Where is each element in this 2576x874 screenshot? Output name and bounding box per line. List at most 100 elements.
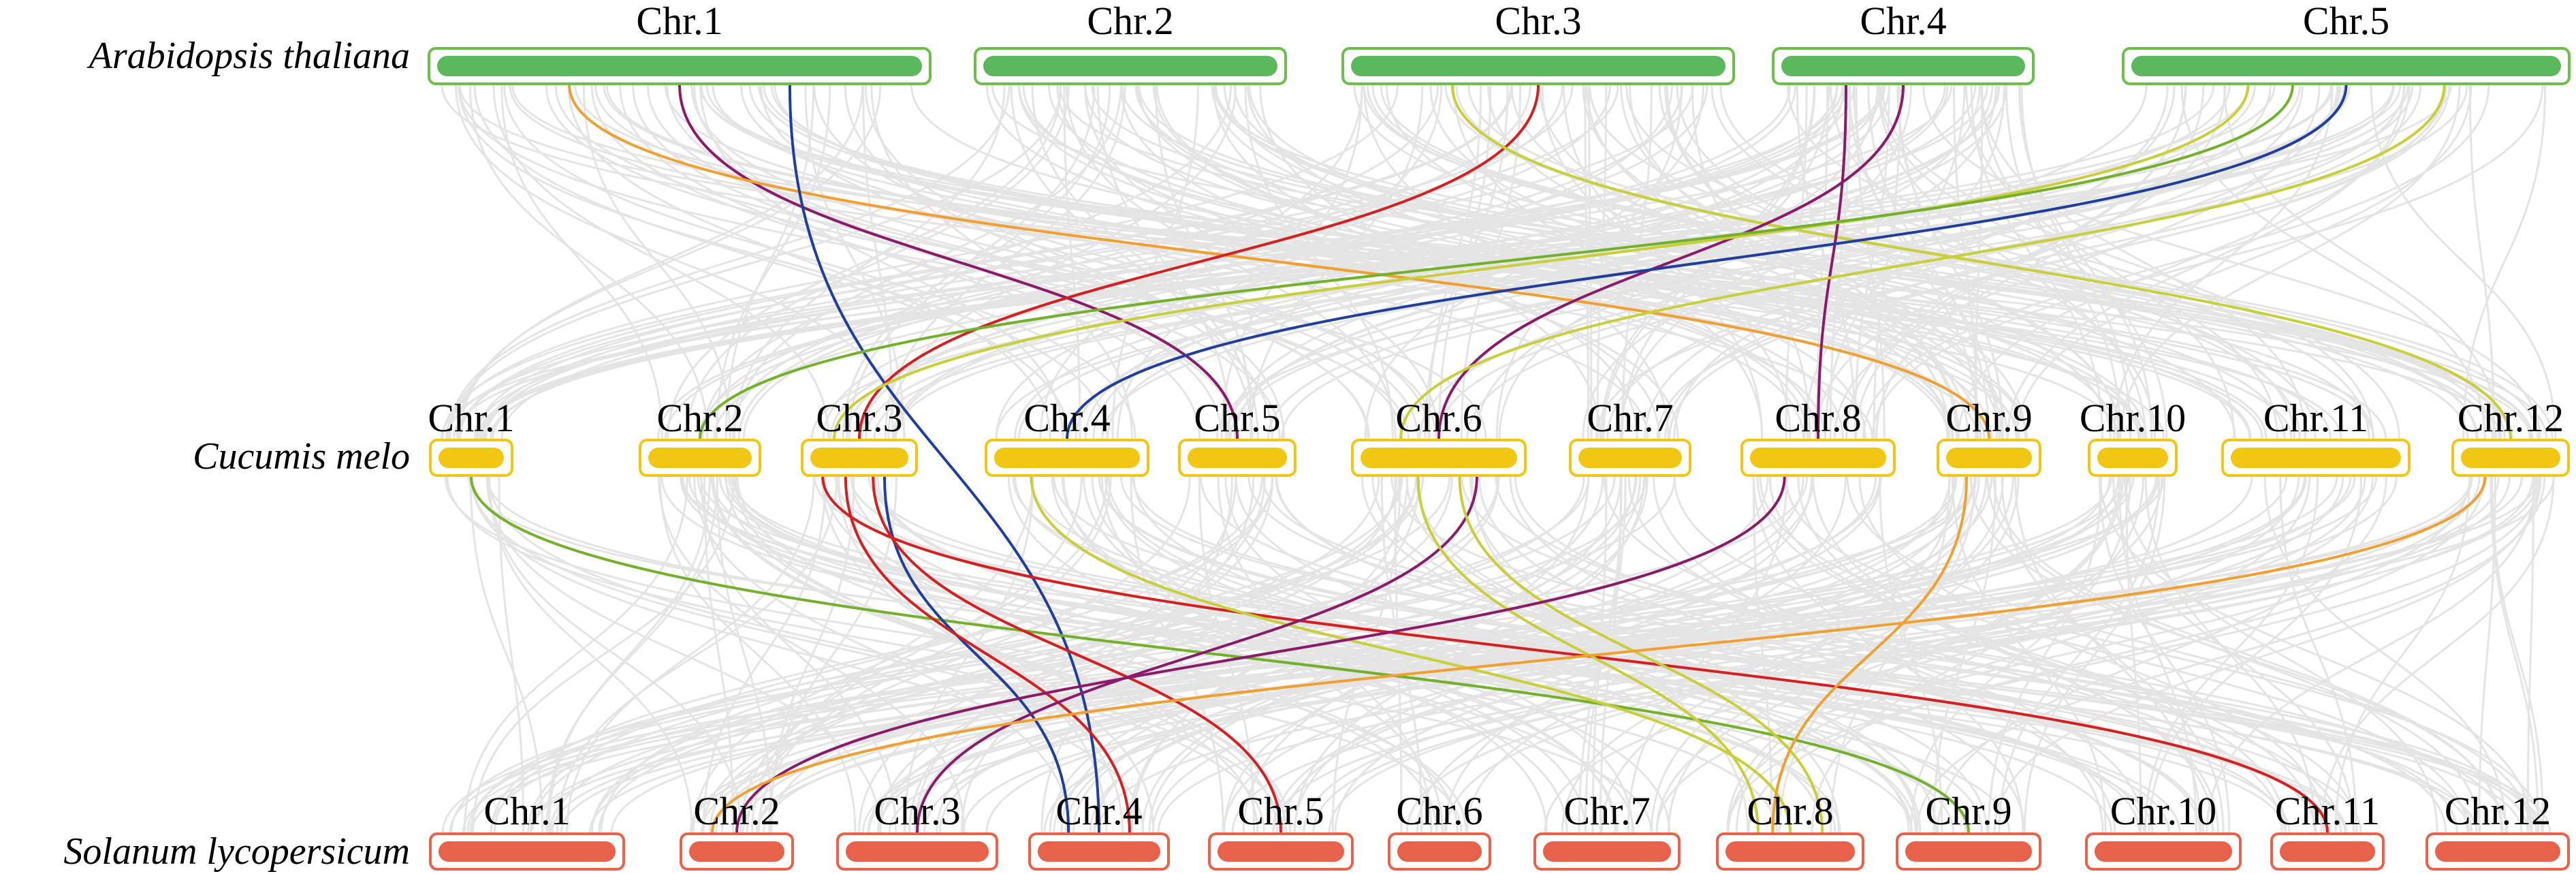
background-link [757,476,1112,833]
background-link [2334,476,2470,833]
background-link [2468,84,2495,439]
background-link [734,476,1259,833]
chromosome-bar-arabidopsis-4[interactable] [1781,56,2025,76]
chromosome-bar-solanum-8[interactable] [1726,841,1855,862]
background-link [1250,84,1424,439]
chromosome-bar-cucumis-2[interactable] [648,448,752,468]
background-link [472,476,735,833]
background-link [466,476,1616,833]
background-link [477,84,2334,439]
background-link [1854,84,1890,439]
chromosome-bar-cucumis-3[interactable] [810,448,908,468]
background-link [697,476,1779,833]
background-link [2125,476,2142,833]
species-label-solanum: Solanum lycopersicum [63,830,410,873]
chromosome-bar-cucumis-11[interactable] [2231,448,2401,468]
background-link [582,84,731,439]
chromosome-bar-solanum-12[interactable] [2435,841,2560,862]
background-link [874,476,1836,833]
background-link [2099,476,2533,833]
background-link [1224,476,1634,833]
chromosome-bar-arabidopsis-2[interactable] [983,56,1277,76]
background-link [610,476,2378,833]
background-link [1495,476,2447,833]
background-link [1262,476,2540,833]
chromosome-bar-cucumis-4[interactable] [994,448,1140,468]
background-link [2018,84,2153,439]
background-link [848,84,1111,439]
chromosome-bar-solanum-11[interactable] [2280,841,2375,862]
background-link [1049,476,1604,833]
chromosome-label-cucumis-4: Chr.4 [1023,396,1110,440]
background-link [689,476,1977,833]
chromosome-bar-solanum-3[interactable] [846,841,989,862]
chromosome-bar-solanum-10[interactable] [2095,841,2232,862]
chromosome-label-solanum-2: Chr.2 [693,789,780,833]
background-link [1965,84,2236,439]
background-link [527,476,1264,833]
chromosome-bar-cucumis-9[interactable] [1946,448,2032,468]
background-link [700,84,2332,439]
chromosome-bar-cucumis-5[interactable] [1188,448,1287,468]
background-link [458,84,1410,439]
chromosome-bar-solanum-7[interactable] [1543,841,1671,862]
highlight-link-8 [1066,84,2348,439]
chromosome-bar-cucumis-10[interactable] [2097,448,2168,468]
background-link [1331,476,1401,833]
background-link [810,84,2351,439]
background-link [682,476,2347,833]
chromosome-bar-solanum-4[interactable] [1038,841,1160,862]
background-link [1275,476,2205,833]
background-link [2526,476,2534,833]
background-link [1444,476,1847,833]
chromosome-label-cucumis-11: Chr.11 [2263,396,2368,440]
highlight-link-6 [1437,84,1905,439]
chromosome-bar-cucumis-6[interactable] [1361,448,1517,468]
background-link [1031,84,1259,439]
background-link [1969,476,2504,833]
background-link [703,476,734,833]
background-link [488,476,1283,833]
background-link [1152,84,1809,439]
chromosome-bar-solanum-1[interactable] [439,841,616,862]
background-link [1871,84,2544,439]
chromosome-bar-cucumis-8[interactable] [1750,448,1886,468]
chromosome-bar-arabidopsis-1[interactable] [437,56,922,76]
chromosome-label-cucumis-3: Chr.3 [816,396,902,440]
background-link [2014,476,2202,833]
chromosome-bar-solanum-6[interactable] [1397,841,1482,862]
background-link [1220,84,1363,439]
highlight-link-20 [1458,476,1824,833]
background-link [458,84,1619,439]
background-link [768,476,897,833]
background-link [991,84,2533,439]
chromosome-bar-solanum-9[interactable] [1905,841,2032,862]
chromosome-bar-arabidopsis-3[interactable] [1351,56,1726,76]
background-link [1467,84,2554,439]
highlight-link-4 [858,84,1540,439]
background-link [729,84,1439,439]
chromosome-bar-solanum-5[interactable] [1218,841,1344,862]
chromosome-label-solanum-1: Chr.1 [483,789,570,833]
highlight-link-16 [821,476,2329,833]
chromosome-bar-cucumis-1[interactable] [439,448,504,468]
background-link [591,476,1585,833]
highlight-link-2 [568,84,1990,439]
chromosome-label-arabidopsis-5: Chr.5 [2303,0,2389,43]
background-link [716,476,773,833]
chromosome-bar-cucumis-7[interactable] [1578,448,1682,468]
chromosome-bar-solanum-2[interactable] [689,841,784,862]
background-link [473,84,1070,439]
background-link [1667,476,2020,833]
background-link [488,476,742,833]
background-link [2005,84,2122,439]
background-link [1215,84,2414,439]
background-link [1620,84,2003,439]
background-link [888,476,2555,833]
chromosome-bar-cucumis-12[interactable] [2461,448,2560,468]
chromosome-bar-arabidopsis-5[interactable] [2131,56,2561,76]
background-link [864,84,1286,439]
